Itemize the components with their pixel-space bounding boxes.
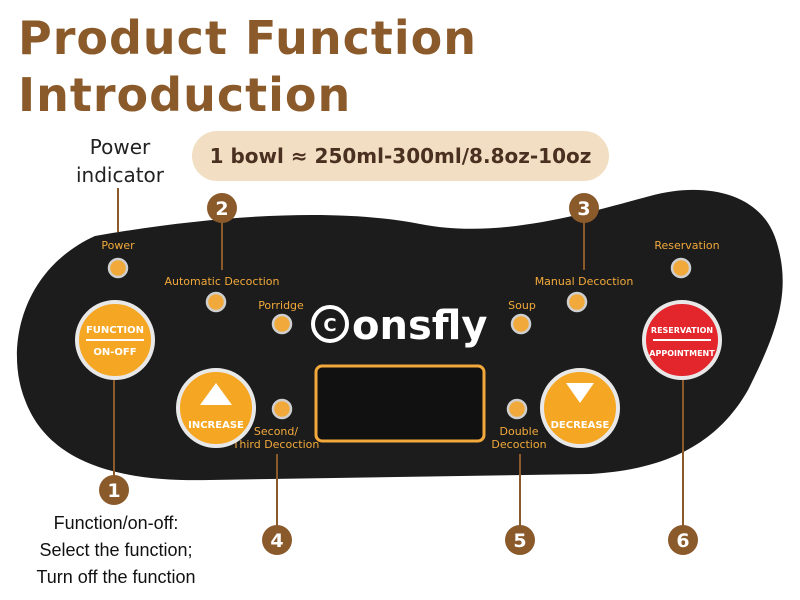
- display-screen: [314, 364, 486, 443]
- double-decoction-light: [506, 398, 528, 420]
- function-onoff-button[interactable]: FUNCTION ON-OFF: [75, 300, 155, 380]
- svg-text:ON-OFF: ON-OFF: [93, 347, 136, 358]
- svg-text:C: C: [323, 315, 336, 336]
- callout-5: 5: [505, 525, 535, 555]
- svg-text:DECREASE: DECREASE: [551, 420, 610, 431]
- function-onoff-description: Function/on-off: Select the function; Tu…: [36, 513, 196, 587]
- callout-4: 4: [262, 525, 292, 555]
- page-title-line1: Product Function: [18, 11, 477, 65]
- callout-3: 3: [569, 193, 599, 223]
- second-third-decoction-light: [271, 398, 293, 420]
- porridge-light: [271, 313, 293, 335]
- soup-light: [510, 313, 532, 335]
- label-reservation: Reservation: [654, 239, 719, 252]
- arrow-down-icon: [566, 383, 594, 403]
- reservation-appointment-button[interactable]: RESERVATION APPOINTMENT: [642, 300, 722, 380]
- svg-text:3: 3: [577, 198, 590, 220]
- label-porridge: Porridge: [258, 299, 304, 312]
- svg-text:2: 2: [215, 198, 228, 220]
- label-double-line1: Double: [500, 425, 539, 438]
- label-second-third-line1: Second/: [254, 425, 298, 438]
- callout-6: 6: [668, 525, 698, 555]
- svg-text:FUNCTION: FUNCTION: [86, 325, 144, 336]
- label-automatic-decoction: Automatic Decoction: [164, 275, 279, 288]
- power-indicator-light: [107, 257, 129, 279]
- svg-text:RESERVATION: RESERVATION: [651, 326, 713, 335]
- power-indicator-label: Power indicator: [75, 135, 165, 187]
- svg-text:6: 6: [676, 530, 689, 552]
- arrow-up-icon: [200, 383, 232, 405]
- reservation-light: [670, 257, 692, 279]
- automatic-decoction-light: [205, 291, 227, 313]
- brand-logo-mark: [311, 305, 349, 343]
- label-soup: Soup: [508, 299, 536, 312]
- manual-decoction-light: [566, 291, 588, 313]
- label-double-line2: Decoction: [491, 438, 546, 451]
- label-manual-decoction: Manual Decoction: [535, 275, 634, 288]
- svg-text:5: 5: [513, 530, 526, 552]
- page-title-line2: Introduction: [18, 68, 352, 122]
- decrease-button[interactable]: DECREASE: [540, 368, 620, 448]
- svg-text:INCREASE: INCREASE: [188, 420, 244, 431]
- label-power: Power: [101, 239, 135, 252]
- increase-button[interactable]: INCREASE: [176, 368, 256, 448]
- svg-text:APPOINTMENT: APPOINTMENT: [649, 349, 715, 358]
- brand-logo-text: onsfly: [352, 303, 488, 349]
- label-second-third-line2: Third Decoction: [232, 438, 320, 451]
- svg-text:4: 4: [270, 530, 283, 552]
- callout-2: 2: [207, 193, 237, 223]
- bowl-capacity-note: 1 bowl ≈ 250ml-300ml/8.8oz-10oz: [192, 131, 609, 181]
- svg-text:1: 1: [107, 480, 120, 502]
- brand-logo: C onsfly: [311, 303, 488, 349]
- callout-1: 1: [99, 475, 129, 505]
